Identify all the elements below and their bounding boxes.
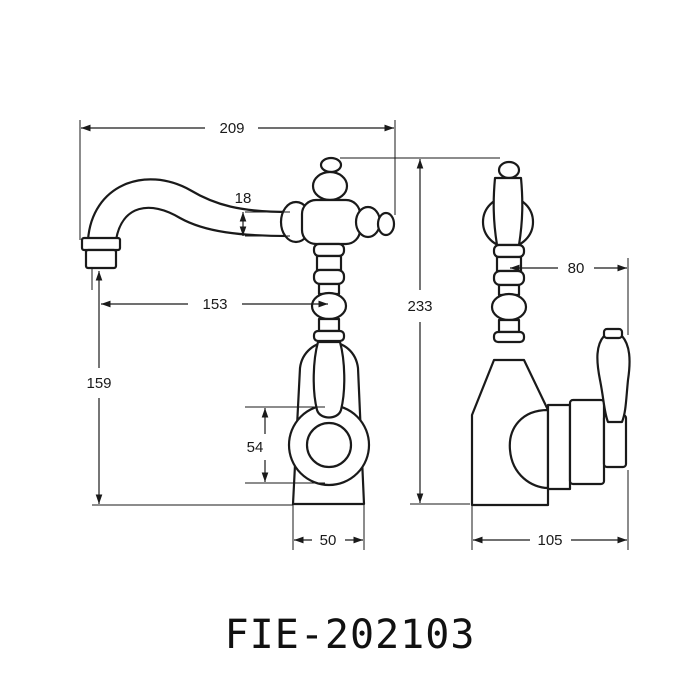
handle-disc bbox=[287, 403, 371, 487]
dimension-labels: 209 18 153 159 233 54 50 105 80 bbox=[86, 120, 584, 549]
spout bbox=[80, 178, 292, 270]
dim-handle-height: 54 bbox=[247, 439, 264, 456]
lever-handle bbox=[312, 340, 346, 419]
top-finial bbox=[311, 156, 349, 202]
front-view bbox=[80, 156, 396, 506]
side-column bbox=[481, 160, 535, 344]
side-view bbox=[470, 160, 631, 507]
dimension-lines bbox=[81, 124, 627, 544]
model-code: FIE-202103 bbox=[224, 612, 476, 658]
dim-spout-outlet-height: 159 bbox=[86, 375, 111, 392]
dim-overall-height: 233 bbox=[407, 298, 432, 315]
dim-overall-width: 209 bbox=[219, 120, 244, 137]
column bbox=[310, 242, 348, 343]
dim-side-body-depth: 80 bbox=[568, 260, 585, 277]
dim-spout-reach: 153 bbox=[202, 296, 227, 313]
side-handle-collar bbox=[546, 398, 628, 491]
extension-lines bbox=[79, 120, 629, 550]
central-hub bbox=[279, 198, 396, 246]
dim-spout-height: 18 bbox=[235, 190, 252, 207]
dim-base-width: 50 bbox=[320, 532, 337, 549]
side-lever bbox=[596, 327, 631, 424]
side-base-body bbox=[470, 358, 550, 507]
dim-side-depth: 105 bbox=[537, 532, 562, 549]
